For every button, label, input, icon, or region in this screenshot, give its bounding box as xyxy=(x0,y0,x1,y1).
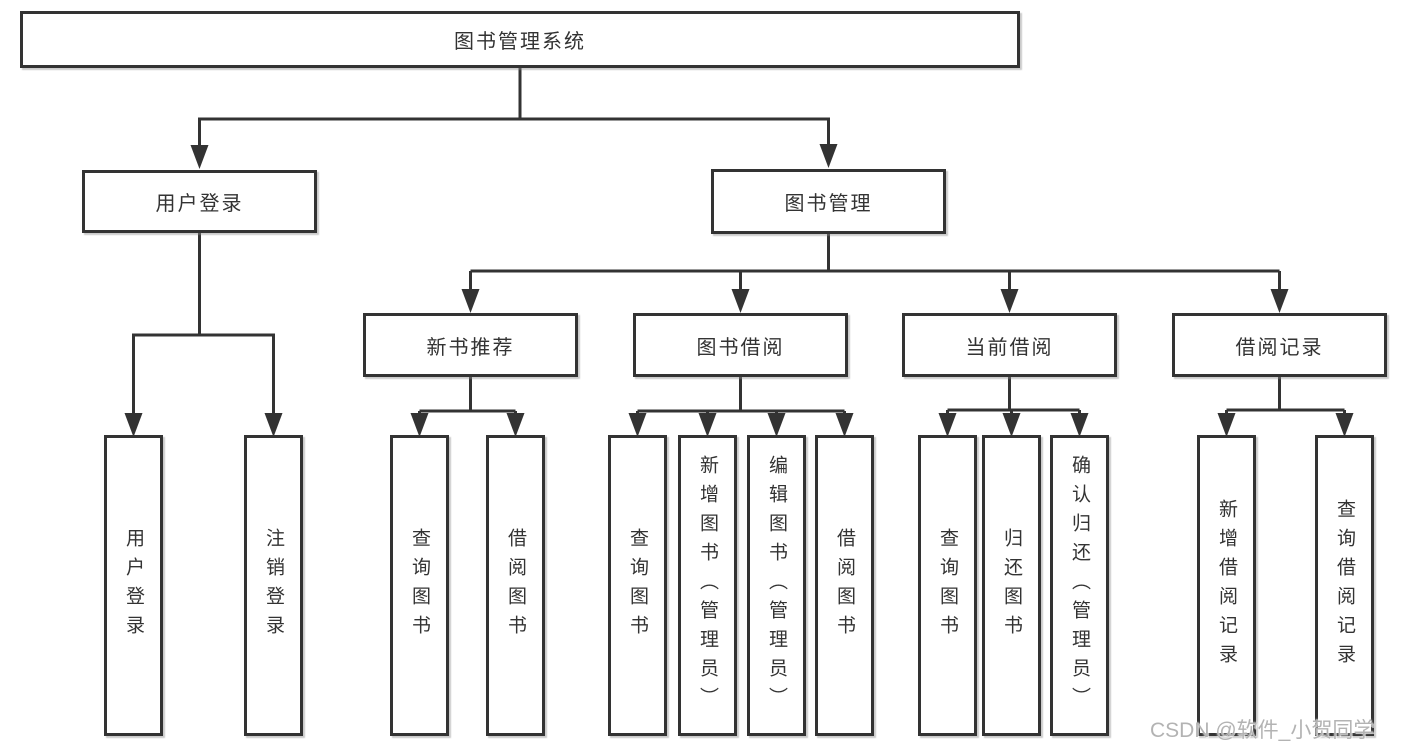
leaf-add-books-admin: 新增图书（管理员） xyxy=(678,435,737,736)
leaf-user-login: 用户登录 xyxy=(104,435,163,736)
node-user-login-label: 用户登录 xyxy=(155,193,244,215)
arrowheads xyxy=(124,144,1354,437)
node-root: 图书管理系统 xyxy=(20,11,1020,68)
leaf-confirm-return-admin: 确认归还（管理员） xyxy=(1050,435,1109,736)
leaf-query-books-current-label: 查询图书 xyxy=(937,527,958,644)
leaf-borrow-books-newbooks-label: 借阅图书 xyxy=(505,527,526,644)
leaf-return-books-label: 归还图书 xyxy=(1001,527,1022,644)
leaf-borrow-books-borrow: 借阅图书 xyxy=(815,435,874,736)
leaf-edit-books-admin: 编辑图书（管理员） xyxy=(747,435,806,736)
leaf-query-borrow-record: 查询借阅记录 xyxy=(1315,435,1374,736)
leaf-borrow-books-borrow-label: 借阅图书 xyxy=(834,527,855,644)
leaf-edit-books-admin-label: 编辑图书（管理员） xyxy=(766,455,787,716)
leaf-logout-label: 注销登录 xyxy=(263,527,284,644)
leaf-add-borrow-record-label: 新增借阅记录 xyxy=(1216,498,1237,673)
leaf-return-books: 归还图书 xyxy=(982,435,1041,736)
leaf-query-books-newbooks: 查询图书 xyxy=(390,435,449,736)
leaf-borrow-books-newbooks: 借阅图书 xyxy=(486,435,545,736)
node-borrow-records: 借阅记录 xyxy=(1172,313,1387,377)
leaf-query-books-current: 查询图书 xyxy=(918,435,977,736)
leaf-query-borrow-record-label: 查询借阅记录 xyxy=(1334,498,1355,673)
node-book-borrow-label: 图书借阅 xyxy=(696,336,785,359)
leaf-logout: 注销登录 xyxy=(244,435,303,736)
leaf-query-books-borrow: 查询图书 xyxy=(608,435,667,736)
leaf-query-books-borrow-label: 查询图书 xyxy=(627,527,648,644)
leaf-query-books-newbooks-label: 查询图书 xyxy=(409,527,430,644)
leaf-confirm-return-admin-label: 确认归还（管理员） xyxy=(1069,455,1090,716)
node-current-borrow-label: 当前借阅 xyxy=(965,336,1054,359)
node-book-management-label: 图书管理 xyxy=(784,193,873,215)
watermark-text: CSDN @软件_小贺同学 xyxy=(1150,719,1375,742)
node-borrow-records-label: 借阅记录 xyxy=(1235,336,1324,359)
leaf-add-books-admin-label: 新增图书（管理员） xyxy=(697,455,718,716)
node-user-login: 用户登录 xyxy=(82,170,317,233)
node-current-borrow: 当前借阅 xyxy=(902,313,1117,377)
node-book-borrow: 图书借阅 xyxy=(633,313,848,377)
node-book-management: 图书管理 xyxy=(711,169,946,234)
leaf-add-borrow-record: 新增借阅记录 xyxy=(1197,435,1256,736)
node-new-book-recommend: 新书推荐 xyxy=(363,313,578,377)
node-new-book-recommend-label: 新书推荐 xyxy=(426,336,515,359)
leaf-user-login-label: 用户登录 xyxy=(123,527,144,644)
node-root-label: 图书管理系统 xyxy=(454,31,586,53)
